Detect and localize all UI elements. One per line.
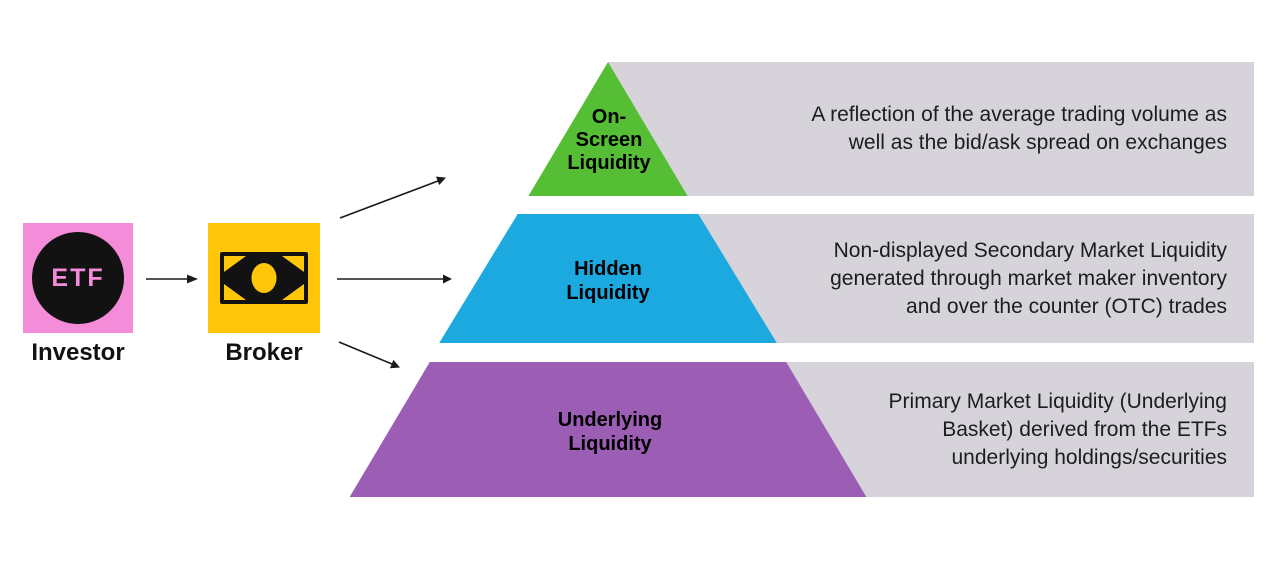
pyramid-top-triangle <box>528 62 688 196</box>
level-description-onscreen: A reflection of the average trading volu… <box>811 103 1227 154</box>
broker-icon <box>208 223 320 333</box>
level-description-hidden: Non-displayed Secondary Market Liquidity… <box>830 238 1227 318</box>
level-band-1 <box>608 62 1254 196</box>
broker-label: Broker <box>225 339 303 366</box>
arrow-investor-to-broker <box>146 274 198 284</box>
pyramid-bottom-trapezoid <box>349 362 867 497</box>
arrow-broker-to-underlying <box>338 341 400 369</box>
level-name-hidden-liquidity: Hidden Liquidity <box>566 258 650 304</box>
level-name-underlying-liquidity: Underlying Liquidity <box>557 409 663 455</box>
investor-label: Investor <box>31 339 125 366</box>
pyramid-middle-trapezoid <box>439 214 777 343</box>
etf-circle-icon: ETF <box>32 232 124 324</box>
level-description-underlying: Primary Market Liquidity (Underlying Bas… <box>888 389 1227 469</box>
banknote-icon <box>220 252 308 304</box>
level-name-onscreen-liquidity: On- Screen Liquidity <box>567 106 651 174</box>
arrow-broker-to-onscreen <box>339 176 446 219</box>
arrow-broker-to-hidden <box>337 274 452 284</box>
investor-icon: ETF <box>23 223 133 333</box>
etf-badge-text: ETF <box>51 263 105 292</box>
